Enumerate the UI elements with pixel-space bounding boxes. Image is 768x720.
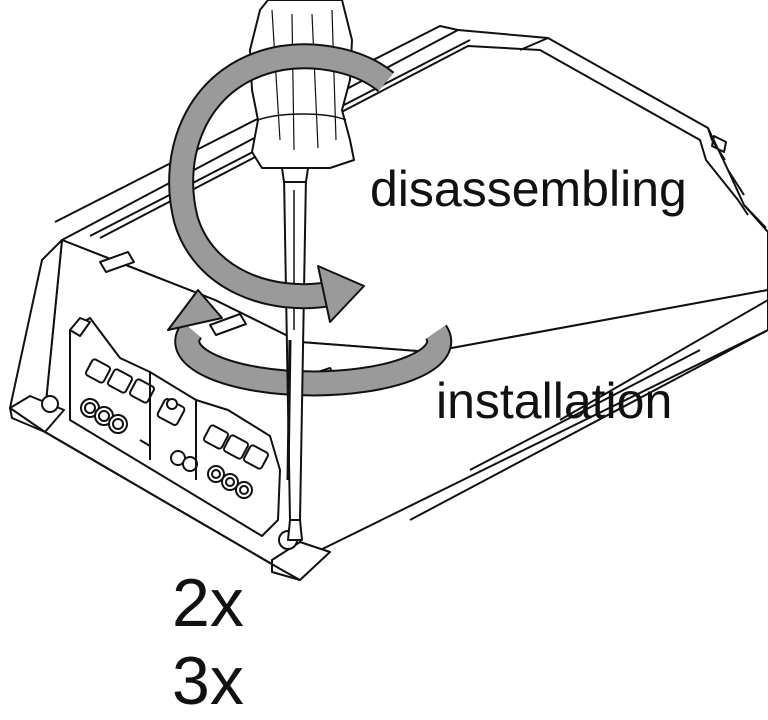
vent-slot-2	[209, 313, 247, 336]
disassembling-label: disassembling	[370, 161, 687, 217]
installation-arrowhead	[167, 289, 223, 331]
disassembling-arrowhead	[317, 265, 365, 323]
count-label-2x: 2x	[172, 565, 244, 641]
housing-base-line	[44, 431, 301, 581]
terminal-divider	[139, 372, 197, 480]
screwdriver-tip	[287, 519, 303, 541]
rotate-clockwise-arrow	[168, 43, 395, 323]
housing-corner-slot	[711, 135, 727, 153]
terminal-clamps-left	[80, 358, 155, 434]
mounting-screw-left	[41, 395, 59, 413]
device-housing	[9, 25, 768, 581]
terminal-clamps-right	[203, 424, 269, 499]
housing-side-diagonal	[409, 299, 768, 521]
vent-slot-1	[99, 251, 135, 273]
terminal-block-rear-wall	[69, 317, 91, 337]
screwdriver-handle	[249, 0, 355, 169]
screwdriver-icon	[249, 0, 355, 541]
housing-inner-edge	[99, 45, 749, 239]
terminal-block	[41, 317, 298, 550]
terminal-clamps-middle	[156, 398, 198, 472]
count-label-3x: 3x	[172, 643, 244, 715]
rotate-counterclockwise-arrow	[167, 289, 453, 397]
installation-label: installation	[436, 373, 672, 429]
